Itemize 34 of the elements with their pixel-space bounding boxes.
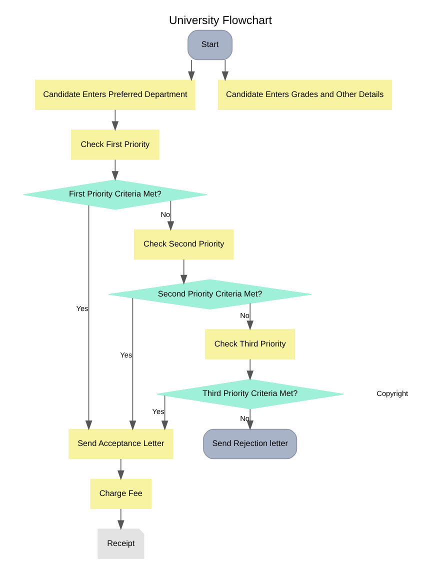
arrow xyxy=(180,259,187,285)
arrow xyxy=(116,458,124,480)
arrow xyxy=(221,60,228,82)
arrow xyxy=(246,358,254,380)
arrow xyxy=(166,200,174,232)
edge-label: No xyxy=(160,210,170,220)
node-box: Charge Fee xyxy=(90,478,152,510)
arrow xyxy=(246,408,254,430)
node-box: Candidate Enters Grades and Other Details xyxy=(217,80,392,110)
edge-label: Yes xyxy=(152,407,164,416)
arrow xyxy=(160,395,168,430)
edge-label: No xyxy=(240,414,249,423)
node-box: Candidate Enters Preferred Department xyxy=(34,80,195,110)
node-box: Check First Priority xyxy=(70,130,159,160)
node-diamond: Third Priority Criteria Met? xyxy=(156,379,344,410)
label: Copyright xyxy=(376,388,408,398)
edge-label: Yes xyxy=(120,350,132,360)
arrow xyxy=(246,302,254,330)
node-diamond: First Priority Criteria Met? xyxy=(22,180,207,210)
arrow xyxy=(116,508,124,530)
node-box: Start xyxy=(187,30,232,60)
node-box: Send Rejection letter xyxy=(202,428,297,460)
node-box: Send Acceptance Letter xyxy=(68,428,173,460)
node-box: Check Third Priority xyxy=(204,329,295,360)
arrow xyxy=(84,204,92,430)
arrow xyxy=(111,159,118,181)
node-box: Check Second Priority xyxy=(133,229,234,260)
arrow xyxy=(111,109,118,132)
arrow xyxy=(187,60,194,82)
node-diamond: Second Priority Criteria Met? xyxy=(108,279,312,310)
edge-label: No xyxy=(240,311,249,320)
diagram-title: University Flowchart xyxy=(168,14,272,27)
edge-label: Yes xyxy=(76,304,88,313)
arrow xyxy=(128,298,136,430)
